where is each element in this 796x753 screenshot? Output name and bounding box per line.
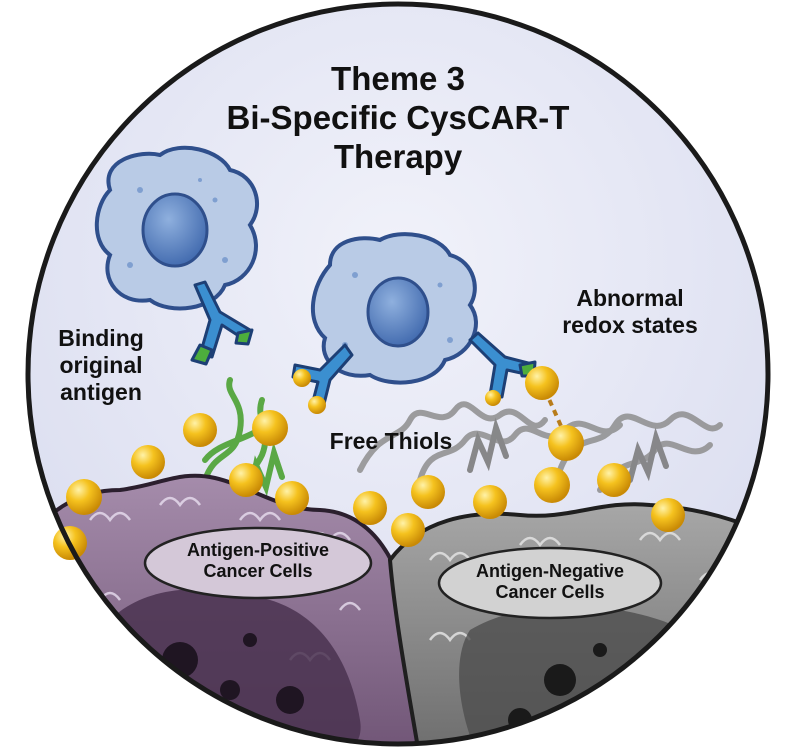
positive-label-ellipse [143, 526, 373, 600]
title-line-2: Bi-Specific CysCAR-T [226, 98, 570, 136]
t-cell-center [310, 232, 478, 385]
circle-border [25, 1, 771, 747]
negative-label-ellipse [437, 546, 663, 620]
redox-line-1: Abnormal [576, 285, 684, 311]
car-receptor-left [190, 280, 254, 366]
free-thiols-label: Free Thiols [329, 428, 453, 454]
positive-line-2: Cancer Cells [203, 561, 313, 582]
title-line-1: Theme 3 [331, 60, 465, 97]
redox-dashed-link [543, 389, 567, 436]
binding-line-1: Binding [58, 325, 144, 351]
car-receptor-center-right [468, 331, 537, 399]
free-thiol-spheres [53, 366, 685, 560]
negative-line-1: Antigen-Negative [475, 561, 625, 581]
gray-protein-ribbons [357, 401, 723, 493]
title-line-3: Therapy [333, 137, 463, 175]
redox-line-2: redox states [562, 312, 698, 339]
binding-line-2: original [59, 352, 143, 379]
binding-line-3: antigen [60, 379, 142, 406]
page-title: Theme 3 Bi-Specific CysCAR-T Therapy [160, 60, 636, 177]
negative-line-2: Cancer Cells [495, 582, 605, 603]
t-cell-left [94, 145, 260, 311]
car-receptor-center-left [291, 343, 354, 410]
positive-line-1: Antigen-Positive [186, 540, 329, 560]
binding-antigen-label: Binding original antigen [36, 325, 166, 406]
antigen-negative-label: Antigen-Negative Cancer Cells [442, 561, 658, 603]
redox-states-label: Abnormal redox states [540, 285, 720, 339]
antigen-positive-label: Antigen-Positive Cancer Cells [150, 540, 366, 582]
